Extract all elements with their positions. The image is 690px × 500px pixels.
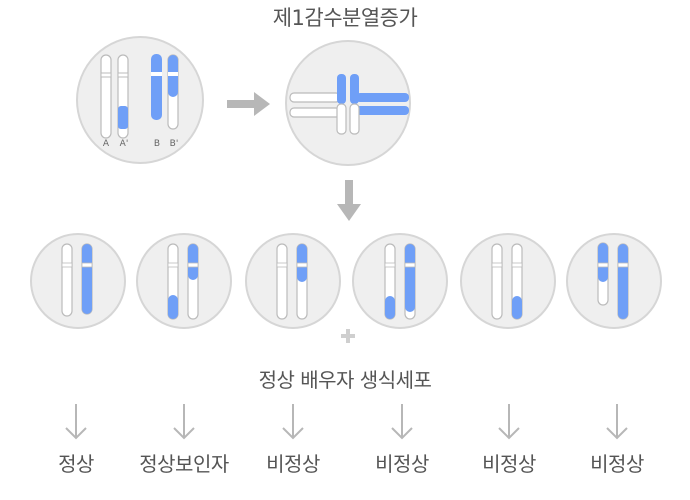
gamete-cell-body: [136, 233, 232, 329]
gamete-chromosome: [296, 243, 308, 320]
outcome-label-2: 정상보인자: [139, 452, 229, 476]
gamete-chromosome: [167, 243, 179, 320]
gamete-chromosome: [597, 242, 609, 306]
outcome-label-1: 정상: [58, 452, 94, 476]
gamete-chromosome: [404, 243, 416, 320]
gamete-cell-2: [136, 233, 232, 329]
label-b-prime: B': [170, 139, 179, 149]
gamete-chromosome: [276, 243, 288, 320]
down-arrow-icon: [173, 404, 195, 440]
plus-icon: [341, 329, 355, 343]
down-arrow-icon: [498, 404, 520, 440]
gamete-cell-6: [566, 233, 662, 329]
down-arrow-icon: [65, 404, 87, 440]
gamete-subtitle: 정상 배우자 생식세포: [258, 368, 432, 392]
gamete-chromosome: [491, 243, 503, 320]
outcome-label-4: 비정상: [375, 452, 429, 476]
down-arrow-icon: [282, 404, 304, 440]
outcome-arrows: [65, 404, 628, 440]
gamete-cell-body: [245, 233, 341, 329]
gamete-chromosome: [617, 243, 629, 320]
gamete-chromosome: [81, 243, 93, 315]
gamete-cells: [30, 233, 662, 329]
outcome-label-5: 비정상: [482, 452, 536, 476]
label-a: A: [103, 139, 110, 149]
gamete-cell-3: [245, 233, 341, 329]
gamete-cell-body: [352, 233, 448, 329]
chromosome-b-prime: [167, 54, 179, 130]
label-a-prime: A': [120, 139, 129, 149]
quadrivalent-cell: [285, 40, 411, 166]
down-arrow-icon: [606, 404, 628, 440]
outcome-label-6: 비정상: [590, 452, 644, 476]
gamete-cell-body: [460, 233, 556, 329]
arrow-right-icon: [227, 92, 270, 116]
arrow-down-icon: [337, 180, 361, 221]
gamete-cell-body: [30, 233, 126, 329]
chromosome-b: [151, 54, 162, 120]
gamete-cell-4: [352, 233, 448, 329]
gamete-chromosome: [384, 243, 396, 320]
gamete-chromosome: [511, 243, 523, 320]
down-arrow-icon: [391, 404, 413, 440]
chromosome-a-prime: [117, 54, 129, 139]
diagram-title: 제1감수분열증가: [272, 6, 418, 30]
gamete-chromosome: [61, 243, 73, 317]
gamete-cell-5: [460, 233, 556, 329]
gamete-cell-1: [30, 233, 126, 329]
gamete-chromosome: [187, 243, 199, 320]
label-b: B: [154, 139, 160, 149]
gamete-cell-body: [566, 233, 662, 329]
parent-cell: A A' B B': [76, 36, 204, 164]
outcome-label-3: 비정상: [266, 452, 320, 476]
chromosome-a: [100, 54, 112, 139]
